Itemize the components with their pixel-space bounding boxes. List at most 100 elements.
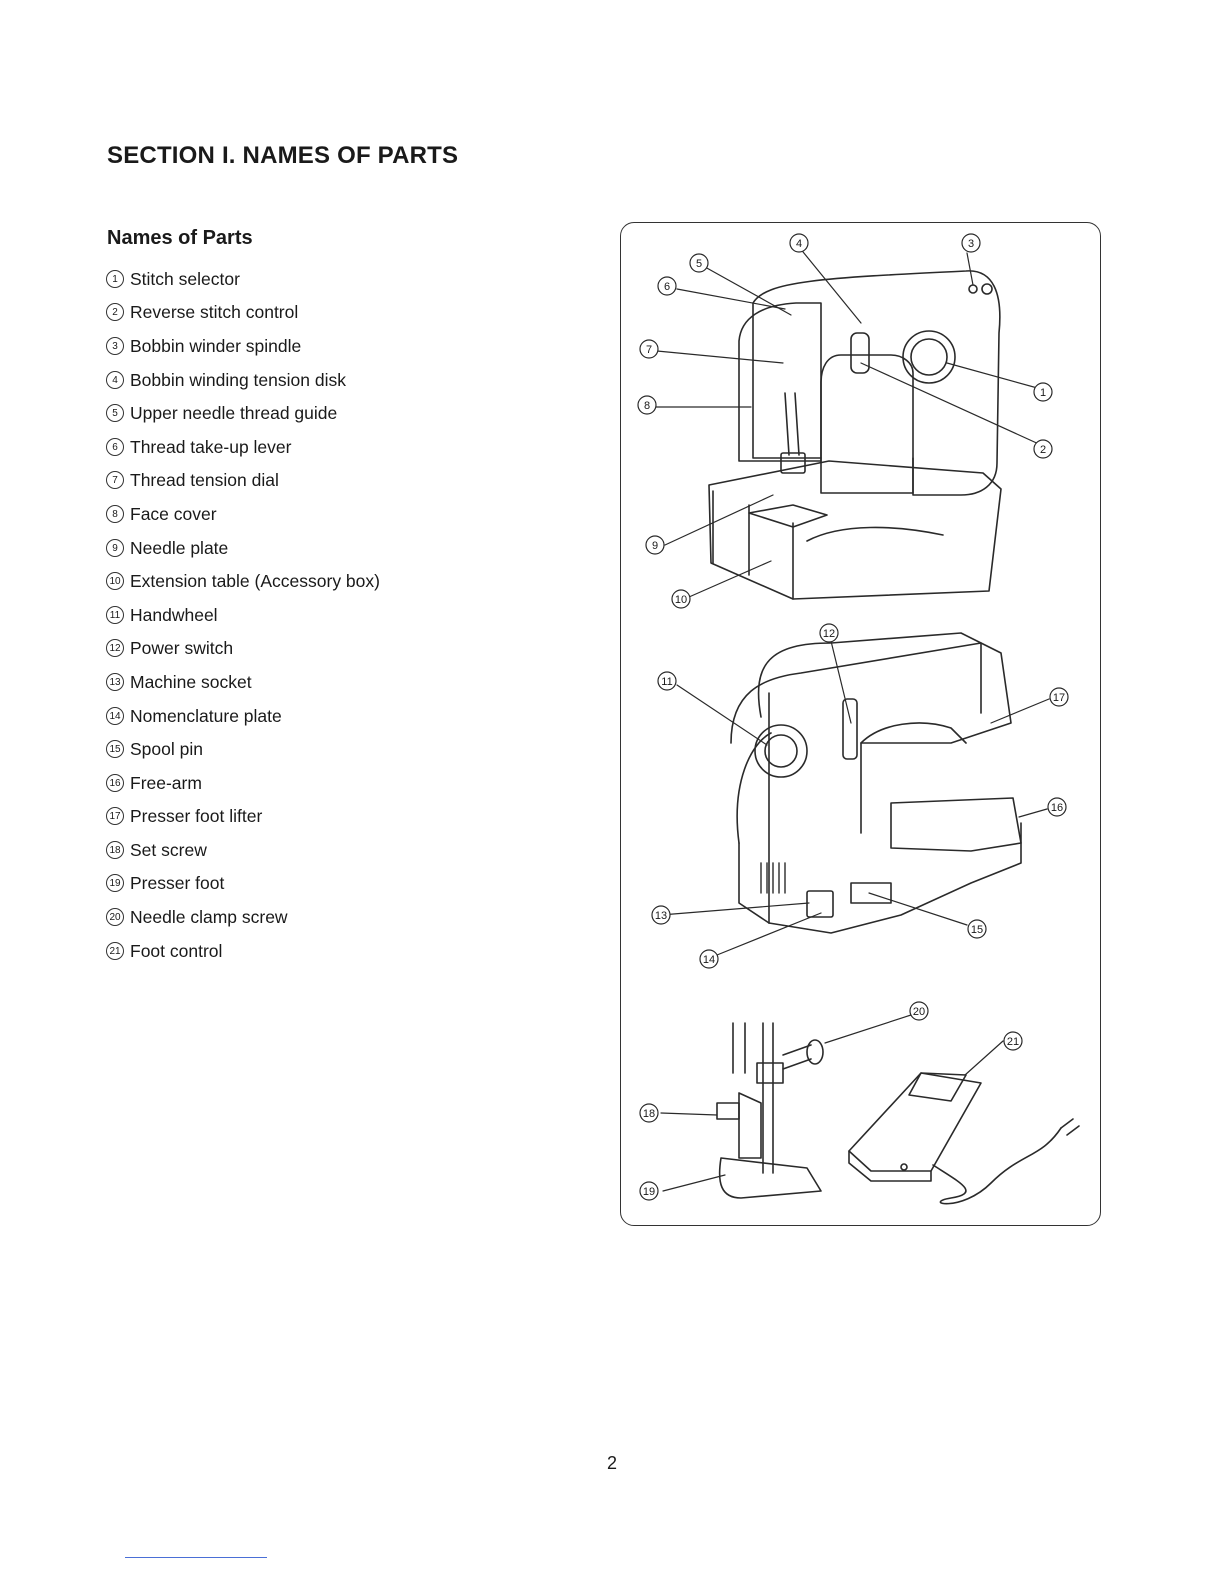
machine-rear-view xyxy=(730,632,1022,934)
part-name: Free-arm xyxy=(130,772,202,793)
part-name: Set screw xyxy=(130,839,207,860)
part-number-badge: 2 xyxy=(106,303,124,322)
part-list-item: 8 Face cover xyxy=(106,497,380,531)
part-number-badge: 4 xyxy=(106,370,124,389)
callout-1: 1 xyxy=(1033,382,1053,402)
part-name: Needle plate xyxy=(130,537,229,558)
callout-number: 19 xyxy=(643,1186,655,1198)
part-number-badge: 9 xyxy=(106,538,124,557)
callout-7: 7 xyxy=(639,339,659,359)
section-title: SECTION I. NAMES OF PARTS xyxy=(107,142,459,169)
part-name: Spool pin xyxy=(130,739,203,760)
callout-number: 1 xyxy=(1040,387,1046,399)
part-name: Upper needle thread guide xyxy=(130,403,338,424)
part-number-badge: 5 xyxy=(106,404,124,423)
part-list-item: 7 Thread tension dial xyxy=(106,464,380,498)
part-number-badge: 17 xyxy=(106,807,124,826)
part-list-item: 2 Reverse stitch control xyxy=(106,296,380,330)
callout-18: 18 xyxy=(639,1103,659,1123)
callout-number: 2 xyxy=(1040,444,1046,456)
part-name: Stitch selector xyxy=(130,268,240,289)
part-list-item: 21 Foot control xyxy=(106,934,380,968)
part-list-item: 16 Free-arm xyxy=(106,766,380,800)
part-number-badge: 11 xyxy=(106,605,124,624)
part-name: Reverse stitch control xyxy=(130,302,299,323)
part-list-item: 19 Presser foot xyxy=(106,867,380,901)
part-number-badge: 12 xyxy=(106,639,124,658)
part-number-badge: 15 xyxy=(106,740,124,759)
part-name: Power switch xyxy=(130,638,234,659)
leader-lines xyxy=(654,246,1050,1192)
part-number-badge: 20 xyxy=(106,908,124,927)
callout-number: 4 xyxy=(796,238,802,250)
part-number-badge: 10 xyxy=(106,572,124,591)
callout-13: 13 xyxy=(651,905,671,925)
callout-number: 20 xyxy=(913,1006,925,1018)
callout-12: 12 xyxy=(819,623,839,643)
callout-6: 6 xyxy=(657,276,677,296)
part-name: Bobbin winding tension disk xyxy=(130,369,346,390)
presser-foot-detail xyxy=(716,1022,824,1199)
part-name: Thread tension dial xyxy=(130,470,279,491)
callout-15: 15 xyxy=(967,919,987,939)
part-number-badge: 18 xyxy=(106,840,124,859)
part-name: Presser foot xyxy=(130,873,225,894)
callout-17: 17 xyxy=(1049,687,1069,707)
callout-number: 17 xyxy=(1053,692,1065,704)
callout-8: 8 xyxy=(637,395,657,415)
callout-number: 5 xyxy=(696,258,702,270)
part-list-item: 20 Needle clamp screw xyxy=(106,900,380,934)
part-name: Nomenclature plate xyxy=(130,705,282,726)
part-name: Foot control xyxy=(130,940,223,961)
part-list-item: 4 Bobbin winding tension disk xyxy=(106,363,380,397)
part-number-badge: 14 xyxy=(106,706,124,725)
callout-21: 21 xyxy=(1003,1031,1023,1051)
part-number-badge: 16 xyxy=(106,773,124,792)
callout-number: 11 xyxy=(661,676,672,688)
callout-11: 11 xyxy=(657,671,677,691)
callout-number: 9 xyxy=(652,540,658,552)
callout-number: 13 xyxy=(655,910,667,922)
parts-list: 1 Stitch selector 2 Reverse stitch control 3… xyxy=(106,262,380,967)
part-list-item: 12 Power switch xyxy=(106,632,380,666)
callout-number: 12 xyxy=(823,628,835,640)
part-number-badge: 21 xyxy=(106,941,124,960)
callout-4: 4 xyxy=(789,233,809,253)
callout-number: 21 xyxy=(1007,1036,1019,1048)
part-list-item: 5 Upper needle thread guide xyxy=(106,396,380,430)
part-name: Needle clamp screw xyxy=(130,907,288,928)
part-number-badge: 7 xyxy=(106,471,124,490)
part-name: Machine socket xyxy=(130,671,252,692)
callout-number: 8 xyxy=(644,400,650,412)
part-name: Bobbin winder spindle xyxy=(130,335,302,356)
parts-list-heading: Names of Parts xyxy=(107,227,253,249)
page-number: 2 xyxy=(606,1453,617,1473)
machine-front-view xyxy=(708,270,1002,600)
part-list-item: 18 Set screw xyxy=(106,833,380,867)
part-list-item: 14 Nomenclature plate xyxy=(106,699,380,733)
part-number-badge: 8 xyxy=(106,504,124,523)
callout-number: 7 xyxy=(646,344,652,356)
callout-number: 3 xyxy=(968,238,974,250)
callout-16: 16 xyxy=(1047,797,1067,817)
callout-19: 19 xyxy=(639,1181,659,1201)
part-list-item: 15 Spool pin xyxy=(106,732,380,766)
part-number-badge: 6 xyxy=(106,437,124,456)
part-number-badge: 3 xyxy=(106,336,124,355)
part-name: Face cover xyxy=(130,503,217,524)
part-number-badge: 1 xyxy=(106,269,124,288)
callout-number: 16 xyxy=(1051,802,1063,814)
part-list-item: 1 Stitch selector xyxy=(106,262,380,296)
part-name: Handwheel xyxy=(130,604,218,625)
part-name: Presser foot lifter xyxy=(130,806,263,827)
callout-number: 14 xyxy=(703,954,715,966)
callout-number: 18 xyxy=(643,1108,655,1120)
part-number-badge: 19 xyxy=(106,874,124,893)
callout-9: 9 xyxy=(645,535,665,555)
